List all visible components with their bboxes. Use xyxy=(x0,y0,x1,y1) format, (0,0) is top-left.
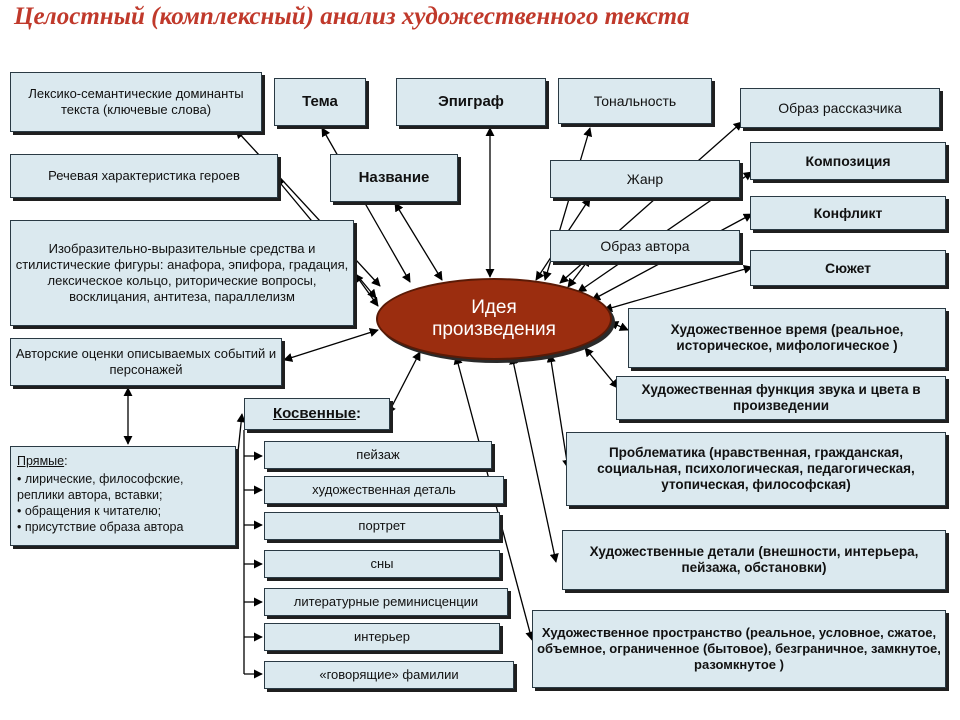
edge-direct-to-indirect xyxy=(236,413,246,453)
theme-box: Тема xyxy=(274,78,366,126)
direct-item: • лирические, философские, реплики автор… xyxy=(17,472,184,502)
edge-author-eval xyxy=(283,328,379,362)
sound-color-box: Художественная функция звука и цвета в п… xyxy=(616,376,946,420)
artistic-details-box: Художественные детали (внешности, интерь… xyxy=(562,530,946,590)
plot-box: Сюжет xyxy=(750,250,946,286)
conflict-box: Конфликт xyxy=(750,196,946,230)
edge-devices xyxy=(354,273,379,307)
indirect-item: литературные реминисценции xyxy=(264,588,508,616)
lexical-dominants-box: Лексико-семантические доминанты текста (… xyxy=(10,72,262,132)
epigraph-box: Эпиграф xyxy=(396,78,546,126)
expressive-devices-box: Изобразительно-выразительные средства и … xyxy=(10,220,354,326)
edge-details xyxy=(509,355,559,563)
artistic-time-box: Художественное время (реальное, историче… xyxy=(628,308,946,368)
indirect-item: художественная деталь xyxy=(264,476,504,504)
edge-indirect xyxy=(387,351,421,415)
direct-item: • обращения к читателю; xyxy=(17,504,162,518)
indirect-item: портрет xyxy=(264,512,500,540)
edge-sound-color xyxy=(584,347,619,389)
center-line2: произведения xyxy=(432,319,556,340)
indirect-item: пейзаж xyxy=(264,441,492,469)
tonality-box: Тональность xyxy=(558,78,712,124)
edge-plot xyxy=(603,264,753,313)
diagram-title: Целостный (комплексный) анализ художеств… xyxy=(14,3,690,30)
edge-name xyxy=(394,202,443,281)
indirect-evaluations-box: Косвенные: xyxy=(244,398,390,430)
direct-heading: Прямые xyxy=(17,454,65,468)
indirect-item: интерьер xyxy=(264,623,500,651)
author-image-box: Образ автора xyxy=(550,230,740,262)
author-evaluations-box: Авторские оценки описываемых событий и п… xyxy=(10,338,282,386)
artistic-space-box: Художественное пространство (реальное, у… xyxy=(532,610,946,688)
indirect-item: «говорящие» фамилии xyxy=(264,661,514,689)
composition-box: Композиция xyxy=(750,142,946,180)
edge-time xyxy=(609,321,629,331)
problematics-box: Проблематика (нравственная, гражданская,… xyxy=(566,432,946,506)
speech-characteristic-box: Речевая характеристика героев xyxy=(10,154,278,198)
direct-list: • лирические, философские, реплики автор… xyxy=(17,471,229,535)
name-box: Название xyxy=(330,154,458,202)
work-idea-ellipse: Идея произведения xyxy=(376,278,612,360)
center-line1: Идея xyxy=(471,297,517,318)
narrator-image-box: Образ рассказчика xyxy=(740,88,940,128)
genre-box: Жанр xyxy=(550,160,740,198)
direct-item: • присутствие образа автора xyxy=(17,520,184,534)
indirect-item: сны xyxy=(264,550,500,578)
direct-evaluations-box: Прямые: • лирические, философские, репли… xyxy=(10,446,236,546)
